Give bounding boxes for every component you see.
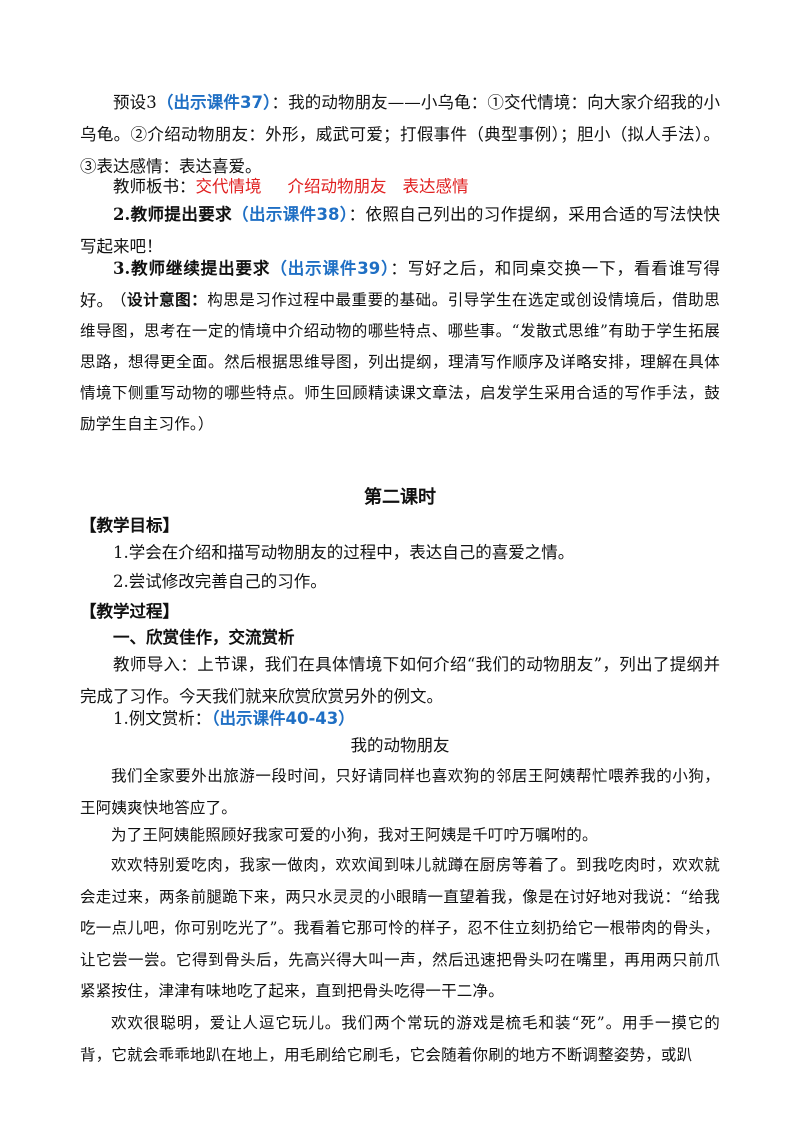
essay-paragraph-4: 欢欢很聪明，爱让人逗它玩儿。我们两个常玩的游戏是梳毛和装“死”。用手一摸它的背，… [80,1014,720,1064]
board-label: 教师板书： [113,177,196,196]
preset-3-label: 预设3 [113,93,157,112]
slide-ref-38: （出示课件38） [232,205,349,224]
slide-ref-40-43: （出示课件40-43） [211,709,355,728]
section-1-heading: 一、欣赏佳作，交流赏析 [113,628,295,647]
design-intent-paragraph: （设计意图：构思是习作过程中最重要的基础。引导学生在选定或创设情境后，借助思维导… [80,290,721,433]
essay-paragraph-2: 为了王阿姨能照顾好我家可爱的小狗，我对王阿姨是千叮咛万嘱咐的。 [111,826,598,844]
teacher-intro: 教师导入：上节课，我们在具体情境下如何介绍“我们的动物朋友”，列出了提纲并完成了… [80,655,720,706]
slide-ref-39: （出示课件39） [270,259,391,278]
example-analysis-line: 1.例文赏析：（出示课件40-43） [80,703,720,735]
requirement-2-text: ：依照自己列出的习作提纲，采用合适的写法快快写起来吧！ [80,205,721,256]
slide-ref-37: （出示课件37） [156,93,272,112]
board-line: 教师板书：交代情境 介绍动物朋友表达感情 [80,171,720,203]
essay-paragraph-1: 我们全家要外出旅游一段时间，只好请同样也喜欢狗的邻居王阿姨帮忙喂养我的小狗，王阿… [80,767,720,817]
preset-3-paragraph: 预设3（出示课件37）：我的动物朋友——小乌龟：①交代情境：向大家介绍我的小乌龟… [80,87,720,183]
requirement-3-text: ：写好之后，和同桌交换一下，看看谁写得好。 [80,259,720,310]
essay-paragraph-3: 欢欢特别爱吃肉，我家一做肉，欢欢闻到味儿就蹲在厨房等着了。到我吃肉时，欢欢就会走… [80,856,720,1000]
example-analysis-label: 1.例文赏析： [113,709,212,728]
board-item-3: 表达感情 [402,177,469,196]
requirement-3: 3.教师继续提出要求（出示课件39）：写好之后，和同桌交换一下，看看谁写得好。 [80,253,720,317]
design-intent-label: 设计意图： [127,290,208,309]
design-intent-text: 构思是习作过程中最重要的基础。引导学生在选定或创设情境后，借助思维导图，思考在一… [80,291,721,433]
requirement-2-label: 2.教师提出要求 [113,205,233,224]
lesson-title: 第二课时 [364,487,436,508]
essay-title: 我的动物朋友 [350,736,450,755]
requirement-2: 2.教师提出要求（出示课件38）：依照自己列出的习作提纲，采用合适的写法快快写起… [80,199,720,263]
goal-2: 2.尝试修改完善自己的习作。 [113,572,327,591]
process-heading: 【教学过程】 [80,602,179,621]
requirement-3-label: 3.教师继续提出要求 [113,259,271,278]
goal-1: 1.学会在介绍和描写动物朋友的过程中，表达自己的喜爱之情。 [113,543,575,562]
board-item-1: 交代情境 [195,177,262,196]
preset-3-text: ：我的动物朋友——小乌龟：①交代情境：向大家介绍我的小乌龟。②介绍动物朋友：外形… [80,93,721,176]
goals-heading: 【教学目标】 [80,516,179,535]
board-item-2: 介绍动物朋友 [287,177,387,196]
